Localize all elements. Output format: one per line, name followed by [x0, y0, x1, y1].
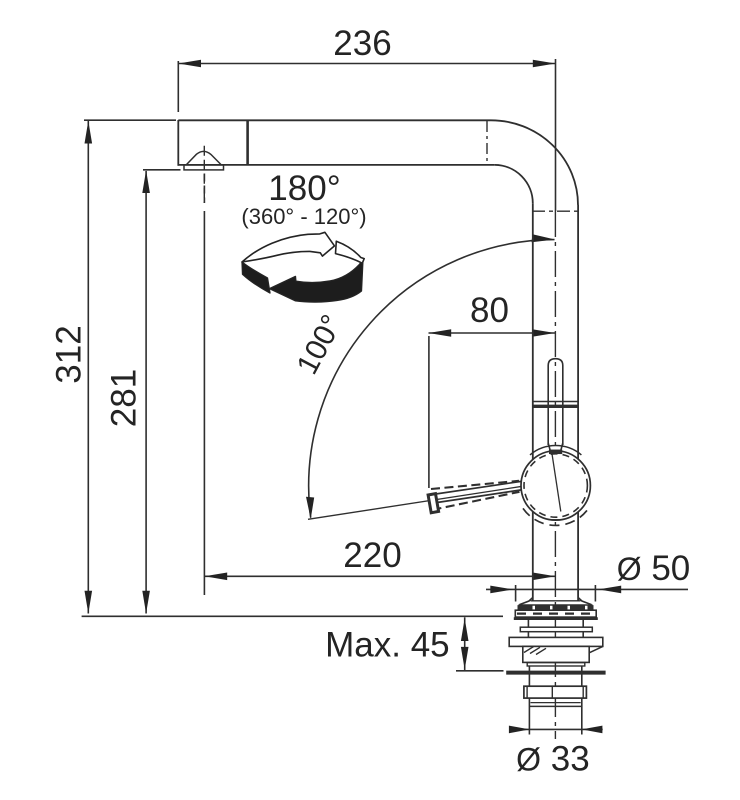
svg-text:236: 236 — [333, 24, 391, 63]
svg-text:80: 80 — [470, 291, 509, 330]
svg-text:220: 220 — [343, 536, 401, 575]
svg-text:312: 312 — [50, 325, 89, 383]
svg-text:Ø 33: Ø 33 — [516, 740, 590, 779]
svg-text:Ø 50: Ø 50 — [617, 549, 691, 588]
svg-text:281: 281 — [105, 369, 144, 427]
svg-text:(360° - 120°): (360° - 120°) — [241, 204, 366, 229]
svg-text:180°: 180° — [268, 169, 340, 208]
svg-text:Max. 45: Max. 45 — [325, 626, 450, 665]
